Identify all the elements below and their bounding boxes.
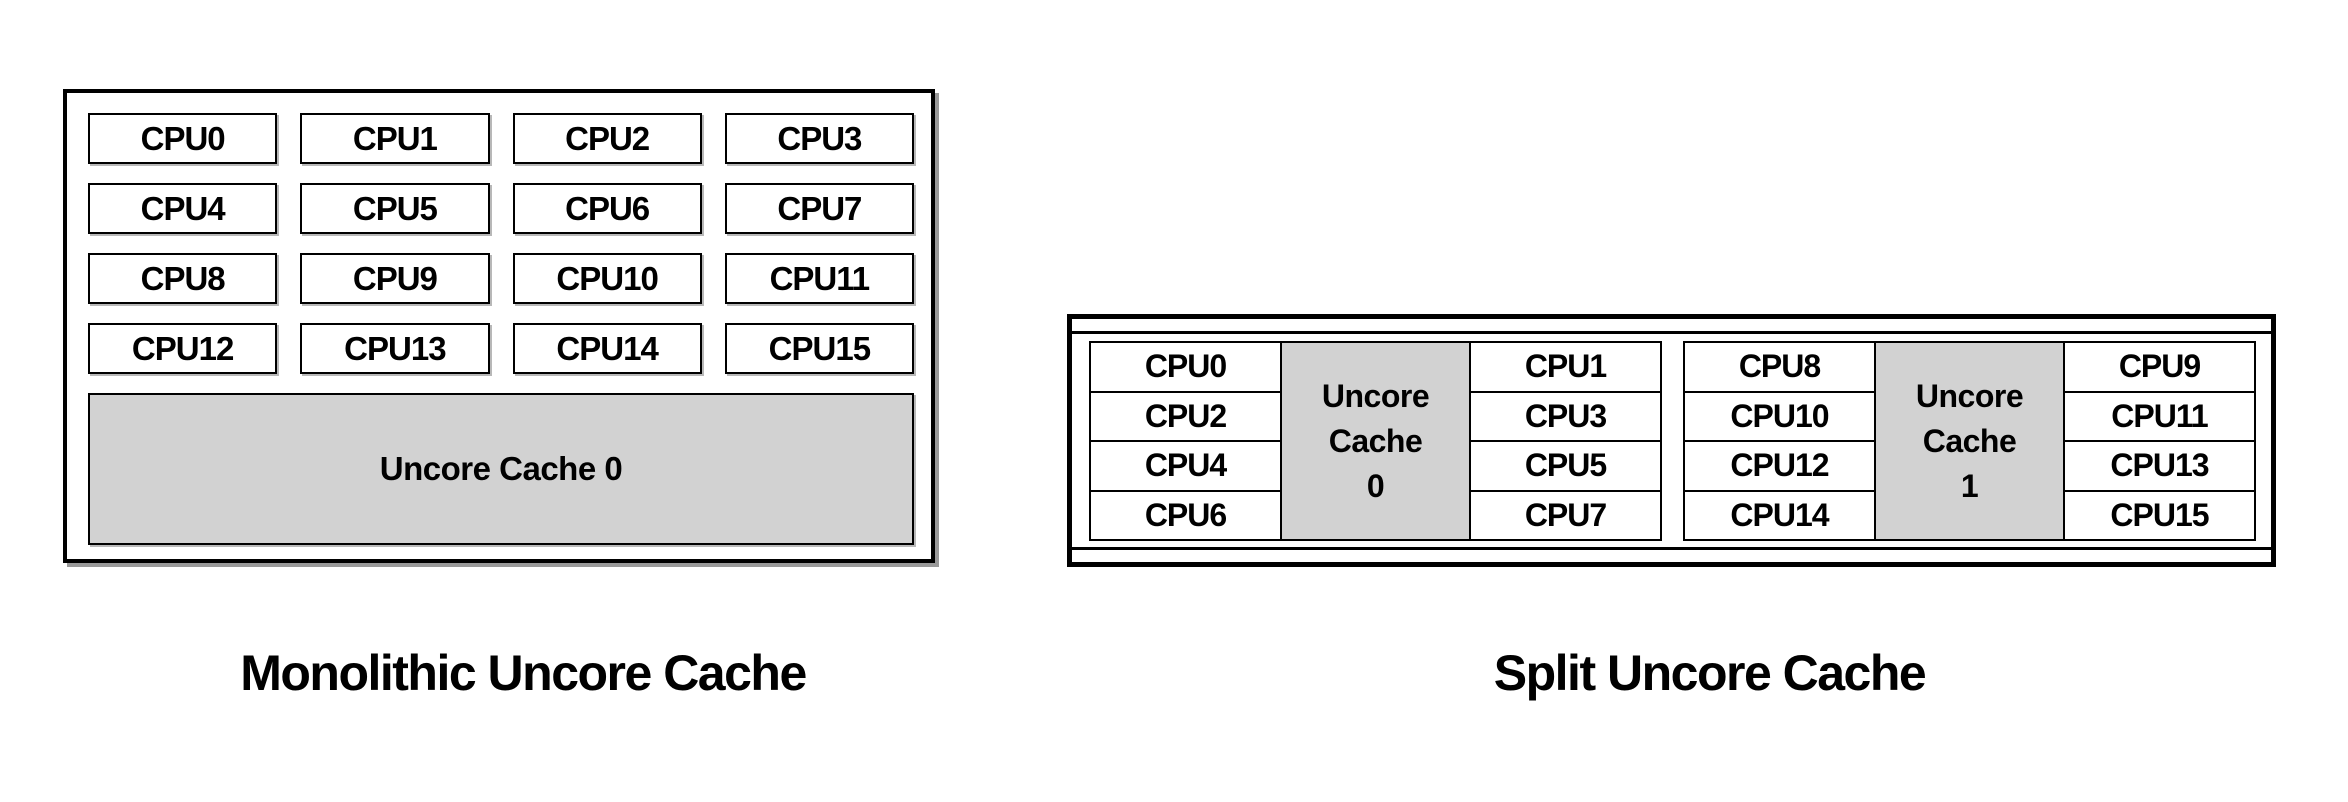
- cpu-box: CPU13: [300, 323, 490, 374]
- cpu-box: CPU15: [724, 323, 914, 374]
- monolithic-caption: Monolithic Uncore Cache: [240, 645, 807, 701]
- cpu-grid: CPU0 CPU1 CPU2 CPU3 CPU4 CPU5 CPU6 CPU7 …: [88, 113, 914, 545]
- cpu-box: CPU9: [300, 253, 490, 304]
- monolithic-diagram: CPU0 CPU1 CPU2 CPU3 CPU4 CPU5 CPU6 CPU7 …: [63, 89, 935, 563]
- cpu-cell: CPU11: [2065, 390, 2254, 441]
- cpu-box: CPU5: [300, 183, 490, 234]
- uncore-cache-label-line: 1: [1960, 467, 1979, 504]
- inner-rule-top: [1072, 331, 2271, 334]
- cluster-0-left-cpu-column: CPU0 CPU2 CPU4 CPU6: [1089, 341, 1282, 541]
- uncore-cache-label-line: Cache: [1328, 422, 1423, 459]
- cpu-box: CPU7: [724, 183, 914, 234]
- cpu-cell: CPU4: [1091, 440, 1280, 490]
- uncore-cache-0-split-box: Uncore Cache 0: [1280, 341, 1471, 541]
- cpu-box: CPU11: [724, 253, 914, 304]
- split-caption: Split Uncore Cache: [1493, 645, 1927, 701]
- uncore-cache-1-split-box: Uncore Cache 1: [1874, 341, 2065, 541]
- cpu-cell: CPU14: [1685, 489, 1874, 540]
- cpu-cell: CPU13: [2065, 440, 2254, 490]
- cluster-0-right-cpu-column: CPU1 CPU3 CPU5 CPU7: [1469, 341, 1662, 541]
- uncore-cache-label-line: Uncore: [1915, 377, 2024, 414]
- cpu-box: CPU0: [88, 113, 278, 164]
- cpu-box: CPU6: [512, 183, 702, 234]
- cpu-cell: CPU0: [1144, 348, 1227, 385]
- cpu-box: CPU3: [724, 113, 914, 164]
- cpu-cell: CPU6: [1091, 489, 1280, 540]
- cpu-cell: CPU7: [1471, 489, 1660, 540]
- cpu-cell: CPU8: [1738, 348, 1821, 385]
- cpu-cell: CPU9: [2118, 348, 2201, 385]
- uncore-cache-label-line: Cache: [1922, 422, 2017, 459]
- cpu-cell: CPU2: [1091, 390, 1280, 441]
- cpu-box: CPU8: [88, 253, 278, 304]
- cpu-cell: CPU15: [2065, 489, 2254, 540]
- cpu-box: CPU1: [300, 113, 490, 164]
- cpu-box: CPU10: [512, 253, 702, 304]
- cluster-1: CPU8 CPU10 CPU12 CPU14 Uncore Cache 1 CP…: [1683, 341, 2256, 541]
- cluster-1-right-cpu-column: CPU9 CPU11 CPU13 CPU15: [2063, 341, 2256, 541]
- cluster-1-left-cpu-column: CPU8 CPU10 CPU12 CPU14: [1683, 341, 1876, 541]
- cpu-clusters: CPU0 CPU2 CPU4 CPU6 Uncore Cache 0 CPU1 …: [1089, 341, 2256, 541]
- cpu-box: CPU12: [88, 323, 278, 374]
- cpu-cell: CPU3: [1471, 390, 1660, 441]
- cpu-cell: CPU5: [1471, 440, 1660, 490]
- uncore-cache-0-box: Uncore Cache 0: [88, 393, 914, 545]
- cpu-box: CPU14: [512, 323, 702, 374]
- cpu-cell: CPU1: [1524, 348, 1607, 385]
- cpu-box: CPU4: [88, 183, 278, 234]
- cpu-box: CPU2: [512, 113, 702, 164]
- cpu-cell: CPU12: [1685, 440, 1874, 490]
- cluster-0: CPU0 CPU2 CPU4 CPU6 Uncore Cache 0 CPU1 …: [1089, 341, 1662, 541]
- inner-rule-bottom: [1072, 547, 2271, 550]
- uncore-cache-label-line: Uncore: [1321, 377, 1430, 414]
- cpu-cell: CPU10: [1685, 390, 1874, 441]
- split-diagram: CPU0 CPU2 CPU4 CPU6 Uncore Cache 0 CPU1 …: [1067, 314, 2276, 567]
- uncore-cache-label-line: 0: [1366, 467, 1385, 504]
